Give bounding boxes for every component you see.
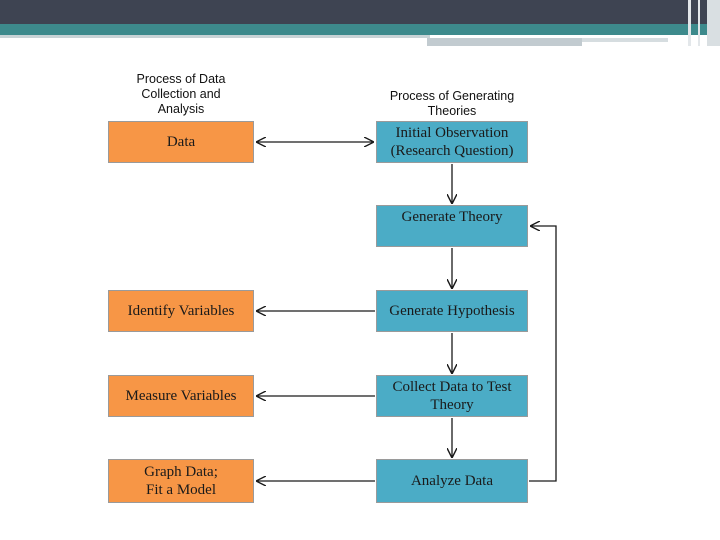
header-accent-right bbox=[582, 38, 668, 42]
header-bar-teal bbox=[0, 24, 720, 35]
header-edge-stripe bbox=[688, 0, 691, 46]
header-accent-left bbox=[427, 38, 582, 46]
right-column-header: Process of Generating Theories bbox=[389, 89, 515, 118]
arrow-feedback-loop bbox=[529, 226, 557, 482]
box-data: Data bbox=[108, 121, 254, 163]
box-generate-theory: Generate Theory bbox=[376, 205, 528, 247]
box-identify-variables: Identify Variables bbox=[108, 290, 254, 332]
box-initial-observation: Initial Observation (Research Question) bbox=[376, 121, 528, 163]
header-edge-stripe bbox=[698, 0, 700, 46]
box-graph-data: Graph Data; Fit a Model bbox=[108, 459, 254, 503]
left-column-header: Process of Data Collection and Analysis bbox=[136, 72, 226, 116]
box-generate-hypothesis: Generate Hypothesis bbox=[376, 290, 528, 332]
header-bar-dark bbox=[0, 0, 720, 24]
box-analyze-data: Analyze Data bbox=[376, 459, 528, 503]
box-collect-data: Collect Data to Test Theory bbox=[376, 375, 528, 417]
header-edge-stripe bbox=[707, 0, 720, 46]
box-measure-variables: Measure Variables bbox=[108, 375, 254, 417]
header-bar-shadow bbox=[0, 35, 430, 38]
